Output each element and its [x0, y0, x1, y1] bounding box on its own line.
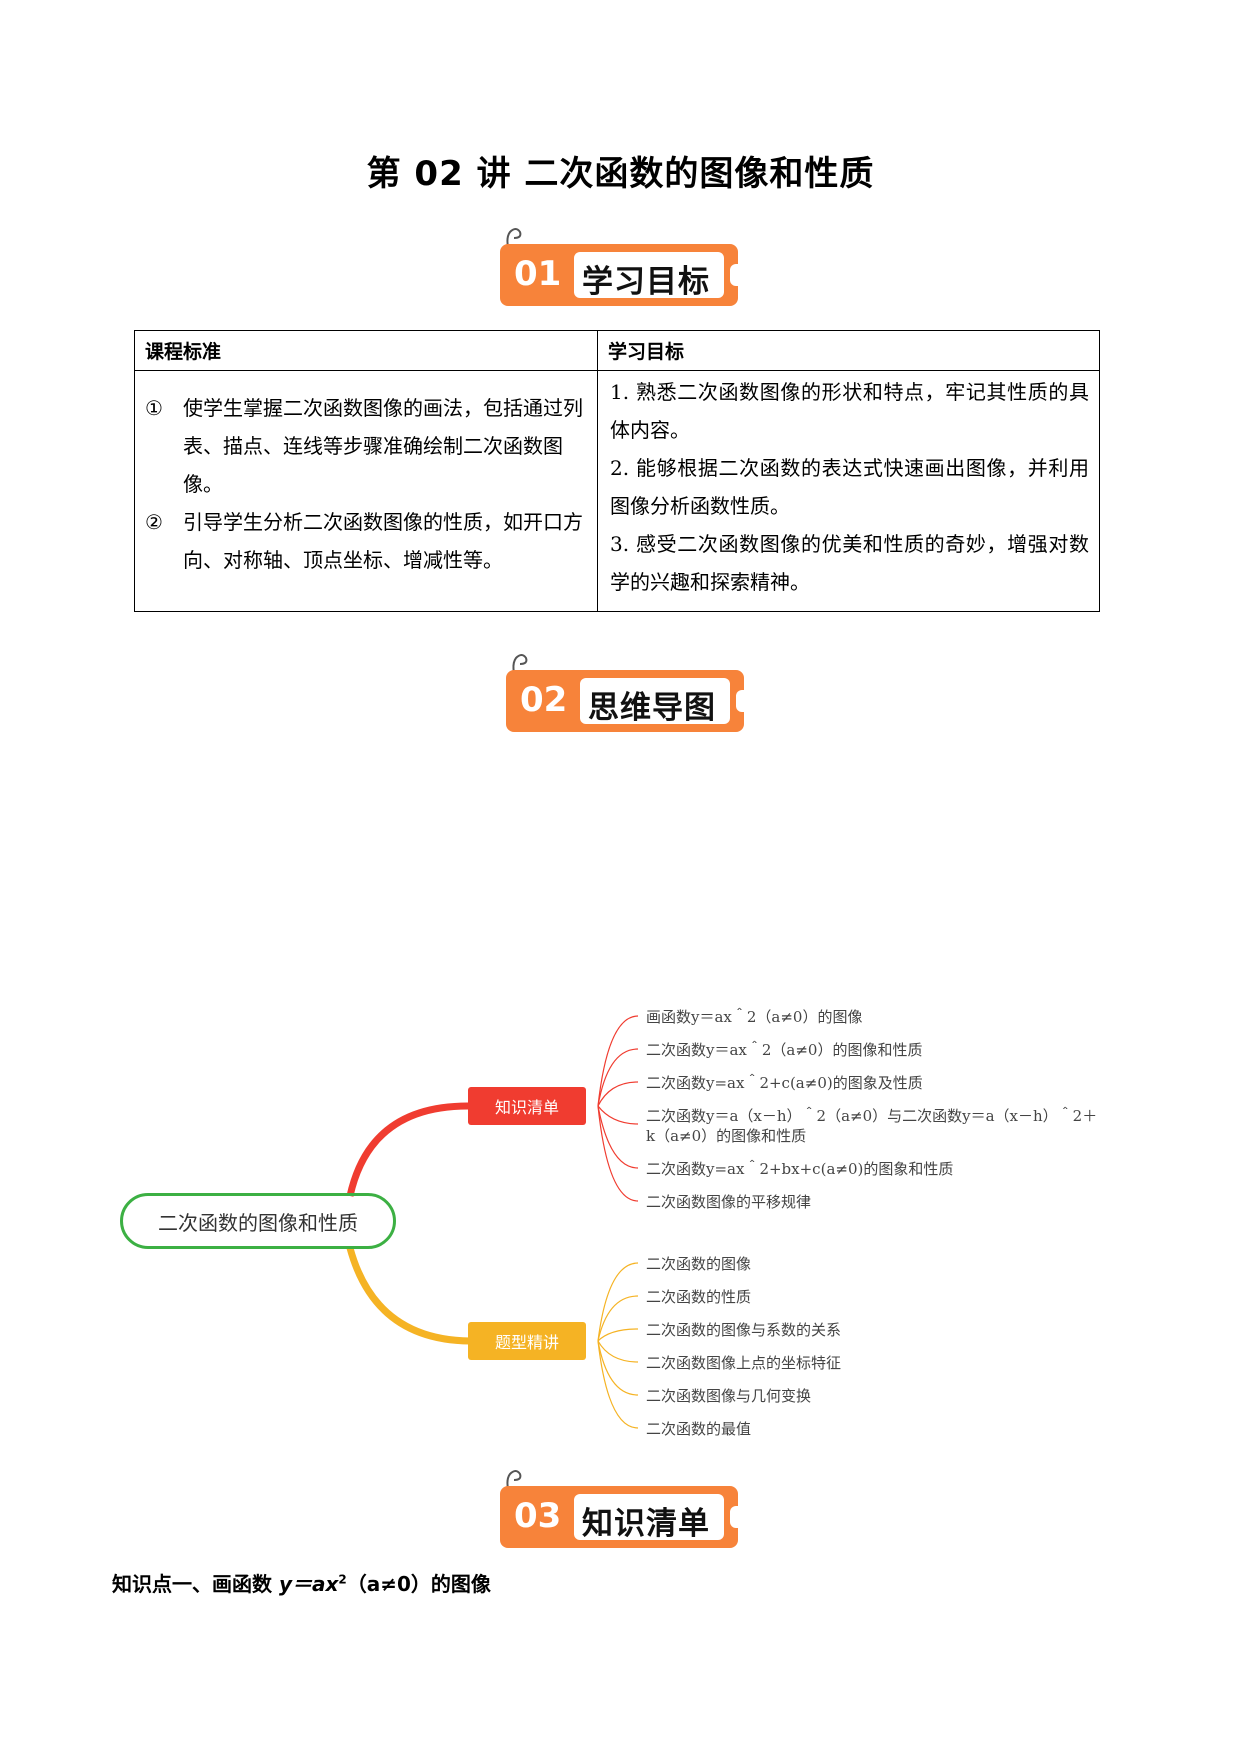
mindmap-leaf: 二次函数y＝a（x－h）＾2（a≠0）与二次函数y＝a（x－h）＾2＋ [646, 1107, 1098, 1125]
badge-notch [736, 690, 748, 712]
knowledge-point-heading: 知识点一、画函数 y＝ax2（a≠0）的图像 [112, 1568, 491, 1597]
badge-label: 学习目标 [582, 264, 710, 300]
section-badge-03: 03 知识清单 [500, 1466, 742, 1550]
heading-prefix: 知识点一、画函数 [112, 1572, 279, 1596]
mindmap-leaf: 二次函数y=ax＾2+bx+c(a≠0)的图象和性质 [646, 1160, 954, 1178]
branch2-connector [346, 1247, 471, 1345]
badge-inner [574, 252, 724, 298]
mindmap-root: 二次函数的图像和性质 [120, 1193, 396, 1249]
mindmap-leaf: 二次函数图像的平移规律 [646, 1193, 812, 1211]
mindmap-leaf: 二次函数图像上点的坐标特征 [646, 1354, 842, 1372]
badge-number: 03 [514, 1496, 562, 1536]
clip-icon [512, 654, 528, 687]
heading-exponent: 2 [338, 1572, 347, 1587]
goal-item: 3. 感受二次函数图像的优美和性质的奇妙，增强对数学的兴趣和探索精神。 [610, 532, 1089, 594]
item-mark: ① [145, 396, 163, 420]
standards-cell: ① 使学生掌握二次函数图像的画法，包括通过列表、描点、连线等步骤准确绘制二次函数图… [134, 370, 598, 612]
mindmap-branch-questions: 题型精讲 [468, 1322, 586, 1360]
standard-item: ② 引导学生分析二次函数图像的性质，如开口方向、对称轴、顶点坐标、增减性等。 [145, 503, 585, 579]
mindmap-leaf: 二次函数的图像与系数的关系 [646, 1321, 842, 1339]
badge-label: 思维导图 [588, 690, 716, 726]
badge-inner [580, 678, 730, 724]
branch2-leaf-lines [597, 1262, 639, 1429]
clip-icon [506, 228, 522, 261]
badge-number: 02 [520, 680, 568, 720]
standard-text: 使学生掌握二次函数图像的画法，包括通过列表、描点、连线等步骤准确绘制二次函数图像… [183, 396, 583, 496]
mindmap-leaf: 二次函数的性质 [646, 1288, 752, 1306]
clip-icon [506, 1470, 522, 1503]
item-mark: ② [145, 510, 163, 534]
branch1-leaf-lines [597, 1015, 639, 1202]
badge-inner [574, 1494, 724, 1540]
mindmap-leaf: 二次函数的最值 [646, 1420, 752, 1438]
mindmap-leaf: 二次函数的图像 [646, 1255, 752, 1273]
standard-item: ① 使学生掌握二次函数图像的画法，包括通过列表、描点、连线等步骤准确绘制二次函数图… [145, 389, 585, 503]
section-badge-01: 01 学习目标 [500, 224, 742, 308]
header-course-standard: 课程标准 [134, 330, 598, 371]
mindmap-leaf: k（a≠0）的图像和性质 [646, 1127, 807, 1145]
badge-notch [730, 1506, 742, 1528]
mindmap-leaf: 画函数y＝ax＾2（a≠0）的图像 [646, 1008, 863, 1026]
standard-text: 引导学生分析二次函数图像的性质，如开口方向、对称轴、顶点坐标、增减性等。 [183, 510, 583, 572]
heading-formula: y＝ax [278, 1572, 339, 1596]
page-title: 第 02 讲 二次函数的图像和性质 [366, 154, 875, 194]
badge-notch [730, 264, 742, 286]
mindmap-leaf: 二次函数y＝ax＾2（a≠0）的图像和性质 [646, 1041, 923, 1059]
goal-item: 1. 熟悉二次函数图像的形状和特点，牢记其性质的具体内容。 [610, 380, 1089, 442]
mindmap-leaf: 二次函数图像与几何变换 [646, 1387, 812, 1405]
branch1-connector [346, 1102, 471, 1197]
heading-suffix: （a≠0）的图像 [346, 1572, 491, 1596]
goals-cell: 1. 熟悉二次函数图像的形状和特点，牢记其性质的具体内容。 2. 能够根据二次函… [597, 370, 1100, 612]
mindmap-branch-knowledge: 知识清单 [468, 1087, 586, 1125]
goal-item: 2. 能够根据二次函数的表达式快速画出图像，并利用图像分析函数性质。 [610, 456, 1089, 518]
badge-label: 知识清单 [582, 1506, 710, 1542]
section-badge-02: 02 思维导图 [506, 650, 748, 734]
mindmap-leaf: 二次函数y=ax＾2+c(a≠0)的图象及性质 [646, 1074, 923, 1092]
badge-number: 01 [514, 254, 562, 294]
